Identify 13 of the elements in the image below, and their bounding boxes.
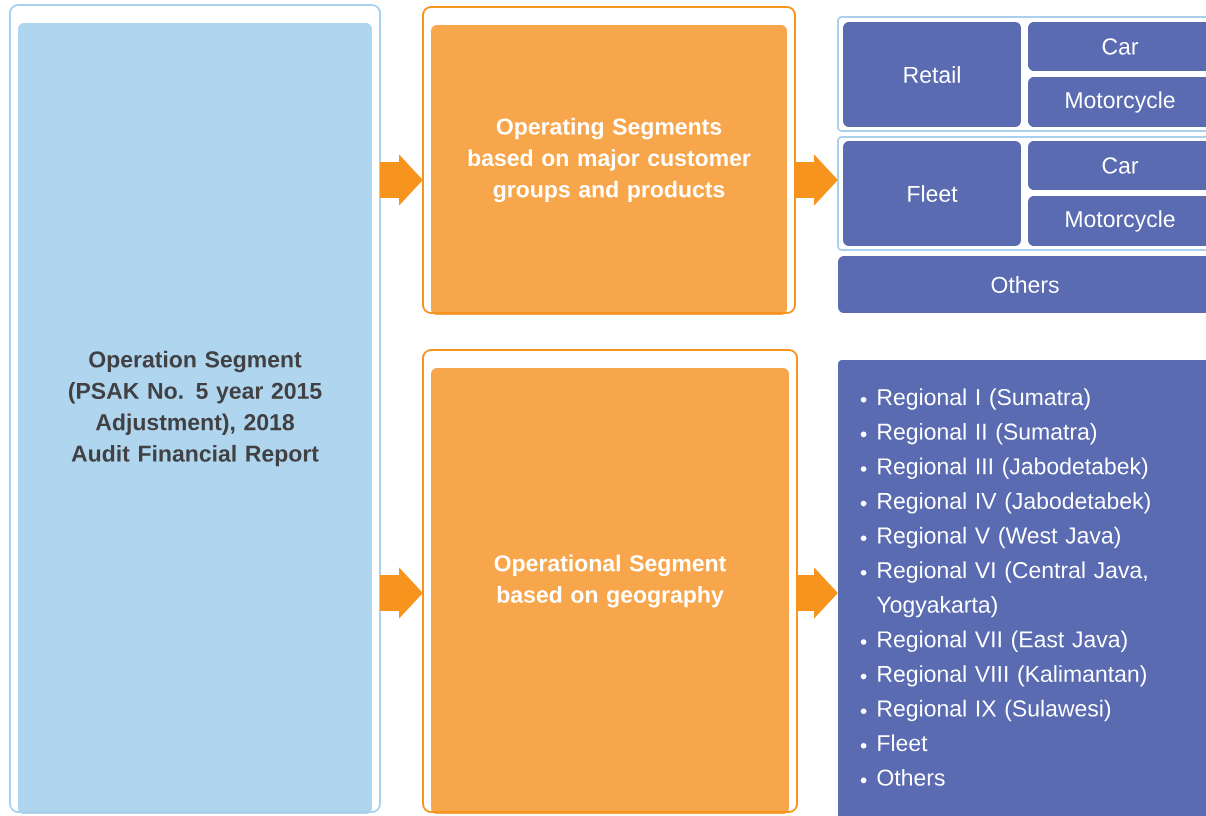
category-box: Motorcycle <box>1028 196 1206 246</box>
category-box: Car <box>1028 22 1206 71</box>
category-box: Motorcycle <box>1028 77 1206 127</box>
segment-box: Operation Segment (PSAK No. 5 year 2015 Adjustment), 2018 Audit Financial Report <box>9 4 381 814</box>
category-box: Others <box>838 256 1206 313</box>
segment-box: Operating Segments based on major customer groups and products <box>422 6 796 315</box>
category-box: Retail <box>843 22 1021 127</box>
category-box: Car <box>1028 141 1206 190</box>
region-list-box: Regional I (Sumatra) Regional II (Sumatra) Regional III (Jabodetabek) Regional IV (Jabodetabek) Regional V (West Java) Regional VI (Central Java, Yogyakarta) Regional VII (East Java) Regional VIII (Kalimantan) Regional IX (Sulawesi) Fleet Others <box>838 360 1206 816</box>
group-frame <box>837 136 1206 251</box>
category-box: Fleet <box>843 141 1021 246</box>
group-frame <box>837 16 1206 132</box>
segment-box: Operational Segment based on geography <box>422 349 798 814</box>
